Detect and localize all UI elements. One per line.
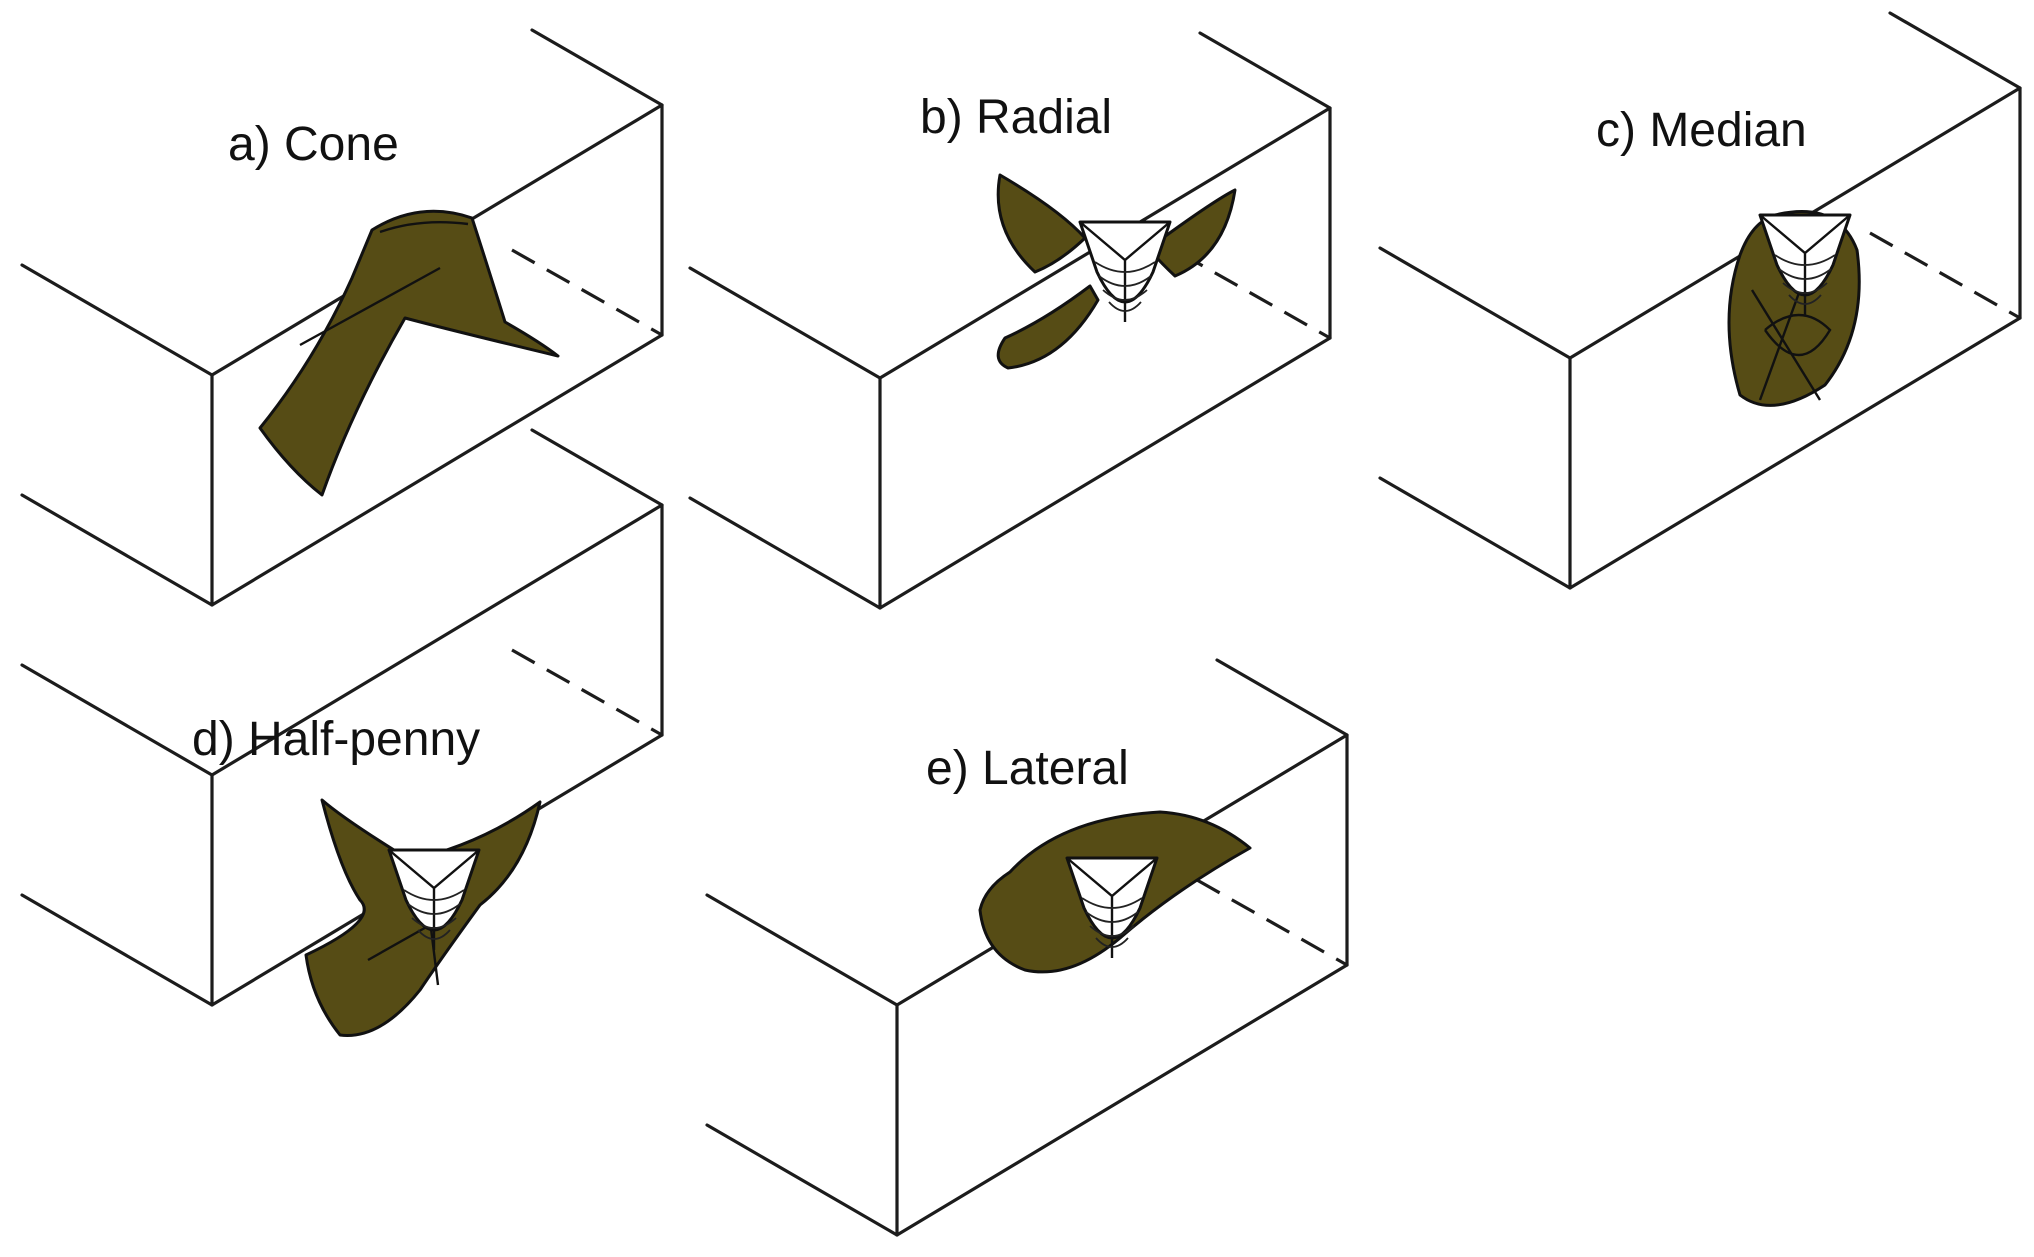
crack-cone	[258, 209, 560, 497]
panel-cone: a) Cone	[20, 28, 664, 607]
panel-radial: b) Radial	[688, 31, 1332, 610]
panel-label-lateral: e) Lateral	[926, 742, 1129, 795]
specimen-block-median	[1378, 11, 2022, 590]
panel-label-median: c) Median	[1596, 104, 1807, 157]
panel-median: c) Median	[1378, 11, 2022, 590]
panel-half-penny: d) Half-penny	[20, 428, 664, 1037]
panel-lateral: e) Lateral	[705, 658, 1349, 1237]
panel-label-half-penny: d) Half-penny	[192, 713, 480, 766]
crack-radial-lobe-upper-right	[1148, 188, 1237, 278]
crack-radial-lobe-upper-left	[996, 173, 1087, 274]
crack-cone-surface-trace	[299, 221, 469, 347]
crack-radial-lobe-lower-left	[996, 284, 1100, 370]
crack-median-traces	[1750, 289, 1832, 401]
panel-label-cone: a) Cone	[228, 118, 399, 171]
panel-label-radial: b) Radial	[920, 91, 1112, 144]
